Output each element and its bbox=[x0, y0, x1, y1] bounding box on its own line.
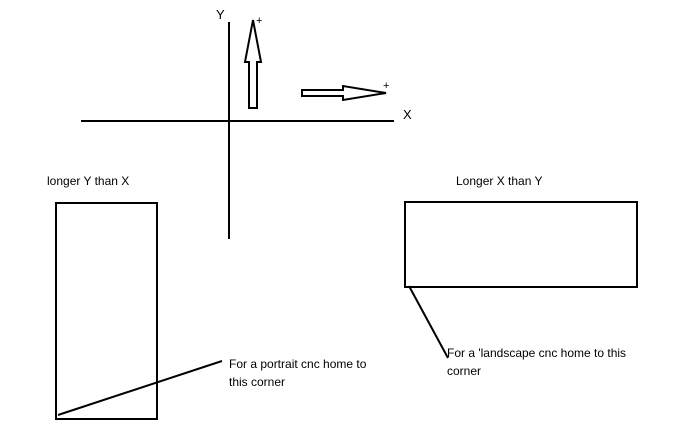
landscape-pointer-line bbox=[408, 285, 449, 359]
y-axis-label: Y bbox=[216, 7, 225, 22]
x-axis-label: X bbox=[403, 107, 412, 122]
positive-x-arrow-icon bbox=[301, 84, 387, 102]
y-plus-sign: + bbox=[256, 15, 262, 27]
landscape-note-line-1: For a 'landscape cnc home to this bbox=[447, 346, 626, 360]
portrait-note-line-2: this corner bbox=[229, 375, 285, 389]
landscape-caption: Longer X than Y bbox=[456, 174, 543, 188]
positive-y-arrow-icon bbox=[243, 19, 263, 109]
landscape-note-line-2: corner bbox=[447, 364, 481, 378]
portrait-pointer-line bbox=[57, 360, 223, 416]
portrait-note-line-1: For a portrait cnc home to bbox=[229, 357, 367, 371]
x-plus-sign: + bbox=[383, 80, 389, 92]
portrait-caption: longer Y than X bbox=[47, 174, 129, 188]
landscape-rectangle bbox=[404, 201, 638, 288]
portrait-rectangle bbox=[55, 202, 158, 420]
